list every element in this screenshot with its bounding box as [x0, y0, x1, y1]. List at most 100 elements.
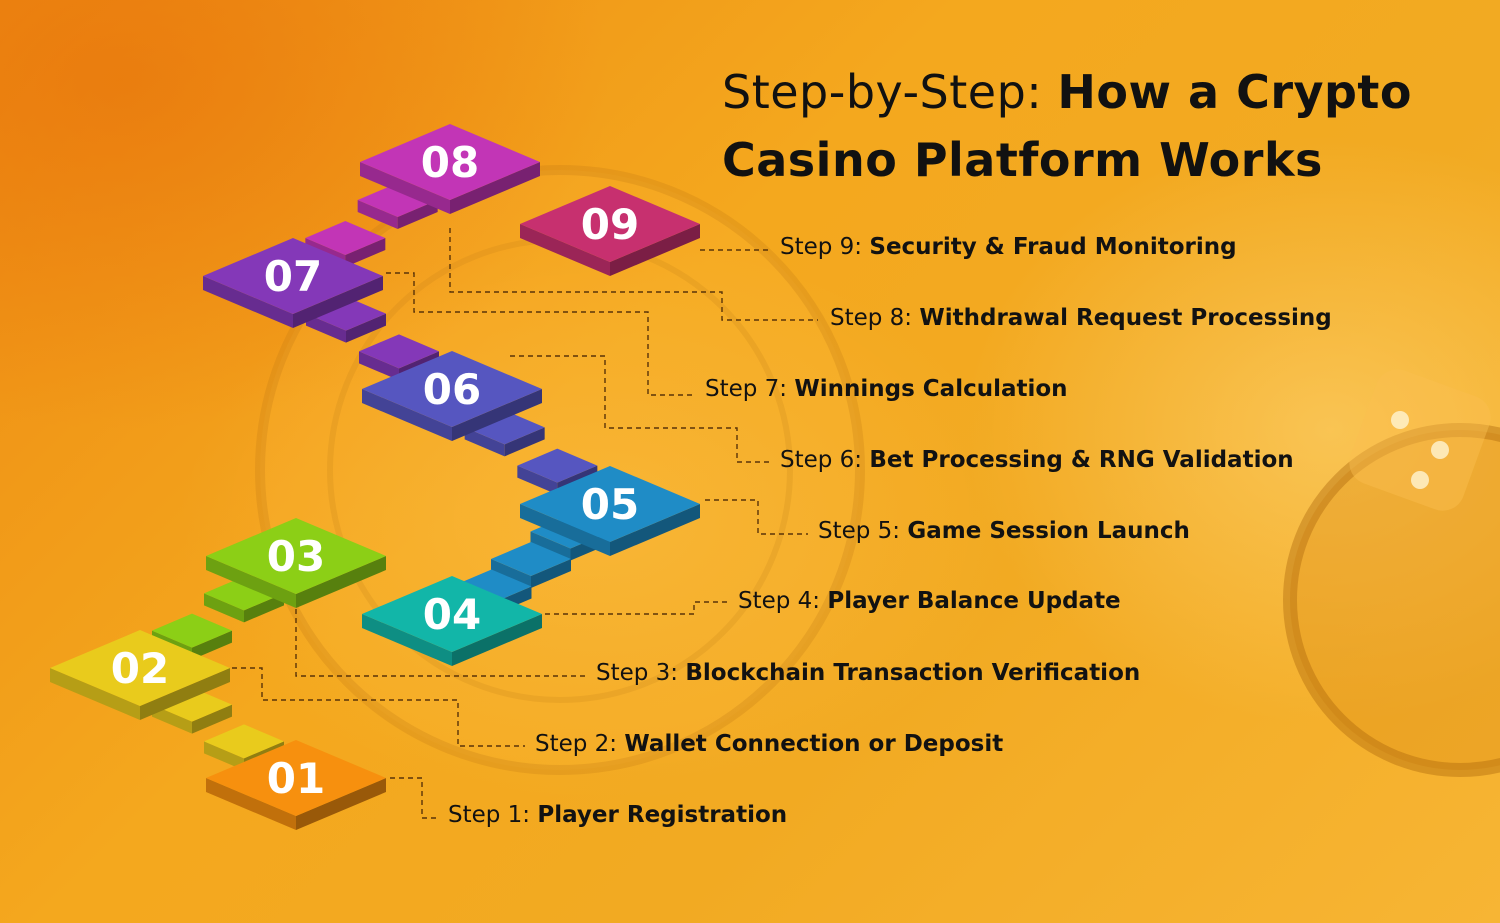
step-3-connector-block-top	[152, 613, 232, 648]
step-prefix: Step 3:	[596, 660, 686, 686]
step-7-connector-block-top	[359, 334, 439, 369]
step-number-1: 01	[267, 754, 325, 803]
step-number-9: 09	[581, 200, 639, 249]
step-label-1: Step 1: Player Registration	[448, 802, 787, 828]
dice-pip	[1411, 471, 1429, 489]
step-text: Bet Processing & RNG Validation	[869, 447, 1294, 473]
step-tile-7: 07	[203, 238, 383, 328]
step-tile-7-top	[203, 238, 383, 314]
step-number-2: 02	[111, 644, 169, 693]
leader-line-6	[510, 355, 770, 463]
step-tile-8-top	[360, 124, 540, 200]
step-number-4: 04	[423, 590, 481, 639]
step-tile-6: 06	[362, 351, 542, 441]
step-label-5: Step 5: Game Session Launch	[818, 518, 1190, 544]
step-number-8: 08	[421, 138, 479, 187]
step-tile-8: 08	[360, 124, 540, 214]
step-6-connector-block-side-left	[517, 465, 558, 495]
step-tile-7-side-left	[203, 276, 293, 328]
step-text: Winnings Calculation	[794, 376, 1068, 402]
step-label-3: Step 3: Blockchain Transaction Verificat…	[596, 660, 1140, 686]
step-2-connector-block-side-left	[152, 704, 192, 734]
step-tiles: 08 09 07 06 05 03 04 02 01	[50, 124, 700, 830]
step-number-6: 06	[423, 365, 481, 414]
step-prefix: Step 6:	[780, 447, 870, 473]
step-tile-1-side-right	[296, 778, 386, 830]
step-6-connector-block-side-left	[464, 427, 505, 457]
step-6-connector-block-side-right	[504, 427, 545, 457]
step-text: Withdrawal Request Processing	[919, 305, 1332, 331]
step-text: Game Session Launch	[907, 518, 1190, 544]
step-tile-4-side-right	[452, 614, 542, 666]
step-5-connector-block-side-left	[491, 559, 531, 588]
dice-pip	[1431, 441, 1449, 459]
step-prefix: Step 5:	[818, 518, 908, 544]
step-tile-9: 09	[520, 186, 700, 276]
step-3-connector-block-side-right	[244, 593, 284, 623]
step-tile-3-side-left	[206, 556, 296, 608]
step-tile-9-side-right	[610, 224, 700, 276]
step-tile-8-side-right	[450, 162, 540, 214]
step-label-2: Step 2: Wallet Connection or Deposit	[535, 731, 1003, 757]
step-prefix: Step 7:	[705, 376, 795, 402]
dice-pip	[1391, 411, 1409, 429]
leader-line-8	[449, 228, 818, 321]
step-8-connector-block-side-right	[397, 200, 438, 229]
step-5-connector-block-top	[491, 542, 571, 576]
step-tile-7-side-right	[293, 276, 383, 328]
step-8-connector-block-side-right	[345, 238, 386, 267]
step-number-3: 03	[267, 532, 325, 581]
step-8-connector-block-side-left	[357, 200, 398, 229]
step-3-connector-block-side-left	[204, 593, 244, 623]
step-tile-3-top	[206, 518, 386, 594]
step-prefix: Step 1:	[448, 802, 538, 828]
step-text: Wallet Connection or Deposit	[624, 731, 1004, 757]
title-bold-part: How a Crypto Casino Platform Works	[722, 65, 1413, 187]
step-5-connector-block	[491, 542, 571, 588]
step-tile-5-top	[520, 466, 700, 542]
step-prefix: Step 4:	[738, 588, 828, 614]
step-2-connector-block-side-left	[204, 741, 244, 771]
step-number-5: 05	[581, 480, 639, 529]
leader-line-2	[232, 667, 525, 747]
step-tile-8-side-left	[360, 162, 450, 214]
step-tile-1: 01	[206, 740, 386, 830]
step-7-connector-block-side-left	[306, 313, 346, 343]
step-tile-3-side-right	[296, 556, 386, 608]
step-tile-5: 05	[520, 466, 700, 556]
leader-line-3	[295, 600, 585, 677]
step-tile-9-top	[520, 186, 700, 262]
step-number-7: 07	[264, 252, 322, 301]
step-6-connector-block-top	[517, 448, 598, 483]
step-text: Blockchain Transaction Verification	[685, 660, 1141, 686]
step-tile-4-side-left	[362, 614, 452, 666]
step-label-9: Step 9: Security & Fraud Monitoring	[780, 234, 1237, 260]
step-5-connector-block-side-right	[531, 559, 571, 588]
step-tile-6-side-right	[452, 389, 542, 441]
step-2-connector-block-side-right	[192, 704, 232, 734]
step-text: Player Balance Update	[827, 588, 1121, 614]
step-5-connector-block-side-left	[530, 531, 571, 561]
step-tile-6-side-left	[362, 389, 452, 441]
step-tile-2-side-left	[50, 668, 140, 720]
step-tile-2: 02	[50, 630, 230, 720]
step-text: Player Registration	[537, 802, 788, 828]
leader-line-4	[545, 601, 730, 615]
background-dice-icon	[1349, 369, 1491, 511]
step-prefix: Step 9:	[780, 234, 870, 260]
step-prefix: Step 8:	[830, 305, 920, 331]
step-text: Security & Fraud Monitoring	[869, 234, 1237, 260]
step-prefix: Step 2:	[535, 731, 625, 757]
step-7-connector-block-side-right	[346, 313, 386, 343]
leader-line-5	[705, 499, 808, 535]
step-tile-4: 04	[362, 576, 542, 666]
step-tile-9-side-left	[520, 224, 610, 276]
background-money-coin-icon	[1283, 423, 1500, 777]
step-label-4: Step 4: Player Balance Update	[738, 588, 1121, 614]
step-3-connector-block-side-right	[192, 630, 232, 660]
step-connectors	[232, 228, 818, 819]
step-label-6: Step 6: Bet Processing & RNG Validation	[780, 447, 1294, 473]
leader-line-1	[390, 777, 440, 819]
